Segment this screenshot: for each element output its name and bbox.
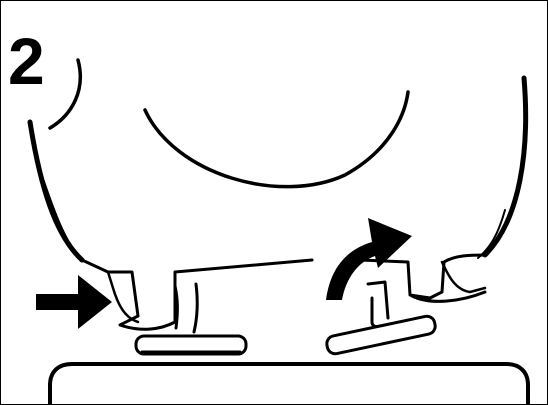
step-number: 2 xyxy=(8,24,45,98)
appliance-bottom-outline xyxy=(80,253,487,331)
latch-left xyxy=(173,282,199,334)
latch-left-plate xyxy=(134,334,248,356)
latch-right xyxy=(366,280,390,329)
base-platform xyxy=(48,362,530,405)
motion-arc-left xyxy=(48,58,83,130)
latch-right-plate xyxy=(325,314,437,356)
arrow-right-icon xyxy=(36,275,112,329)
appliance-right-wall xyxy=(482,75,529,258)
curved-arrow-icon xyxy=(326,218,412,300)
appliance-left-wall xyxy=(27,119,85,263)
bowl-curve xyxy=(143,90,410,189)
